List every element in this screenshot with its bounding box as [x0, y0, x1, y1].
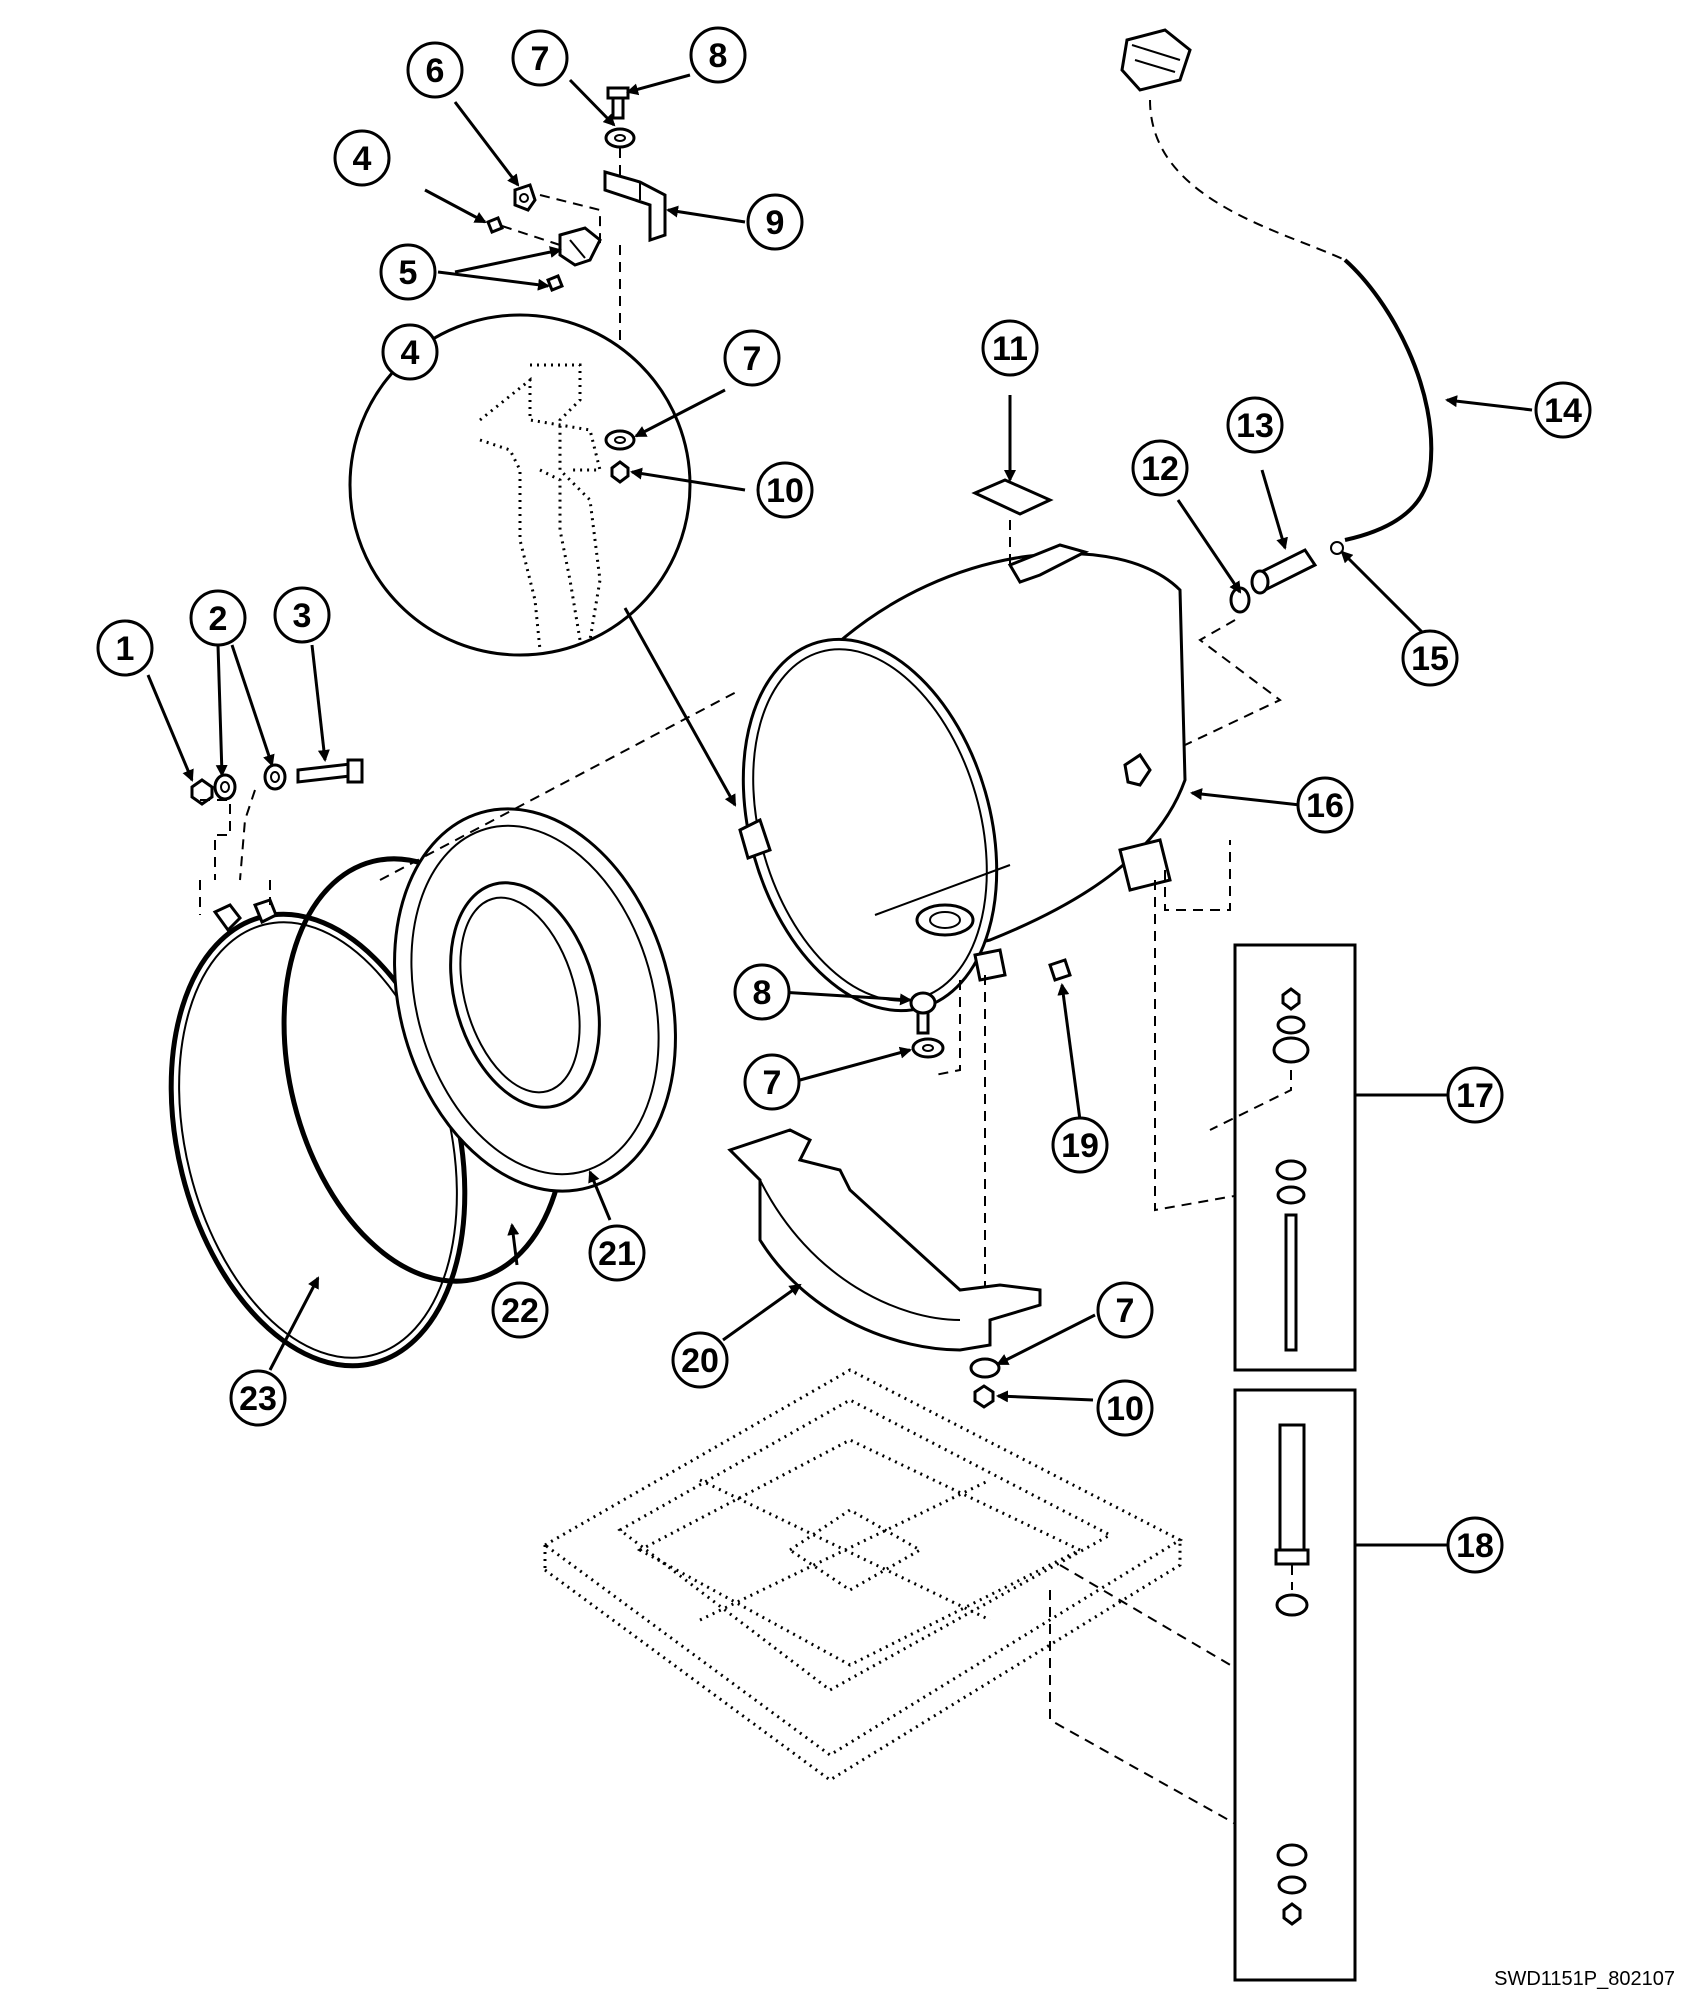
callout-7-top: 7 — [511, 29, 569, 87]
callout-10-lower: 10 — [1096, 1379, 1154, 1437]
outer-tub — [738, 478, 1282, 1212]
callout-3: 3 — [273, 586, 331, 644]
callout-18: 18 — [1446, 1516, 1504, 1574]
callout-label: 12 — [1141, 450, 1179, 488]
callout-12: 12 — [1131, 439, 1189, 497]
callout-21: 21 — [588, 1224, 646, 1282]
callout-label: 4 — [401, 334, 420, 372]
callout-label: 1 — [116, 630, 135, 668]
callout-16: 16 — [1296, 776, 1354, 834]
leader-arrows — [146, 73, 1533, 1547]
callout-label: 16 — [1306, 787, 1344, 825]
callout-13: 13 — [1226, 396, 1284, 454]
callout-20: 20 — [671, 1331, 729, 1389]
callout-7-detail: 7 — [723, 329, 781, 387]
callout-label: 3 — [293, 597, 312, 635]
callout-4-bottom: 4 — [381, 323, 439, 381]
callout-label: 20 — [681, 1342, 719, 1380]
callout-label: 7 — [763, 1064, 782, 1102]
hose-assembly — [1120, 28, 1434, 614]
callout-2: 2 — [189, 589, 247, 647]
callout-label: 6 — [426, 52, 445, 90]
callout-label: 10 — [1106, 1390, 1144, 1428]
callout-1: 1 — [96, 619, 154, 677]
callout-label: 2 — [209, 600, 228, 638]
callout-15: 15 — [1401, 629, 1459, 687]
door-seal-assembly — [168, 689, 741, 1369]
callout-label: 8 — [753, 974, 772, 1012]
callout-label: 15 — [1411, 640, 1449, 678]
callout-8-top: 8 — [689, 26, 747, 84]
callout-label: 8 — [709, 37, 728, 75]
callout-7-lower-right: 7 — [1096, 1281, 1154, 1339]
callout-label: 23 — [239, 1380, 277, 1418]
callout-10-detail: 10 — [756, 461, 814, 519]
callout-label: 7 — [1116, 1292, 1135, 1330]
callout-label: 19 — [1061, 1127, 1099, 1165]
reference-code: SWD1151P_802107 — [1494, 1968, 1675, 1990]
base-frame — [542, 1368, 1301, 1900]
callout-label: 11 — [992, 330, 1028, 368]
callout-label: 10 — [766, 472, 804, 510]
callout-label: 9 — [766, 204, 785, 242]
callout-4-top: 4 — [333, 129, 391, 187]
callout-label: 18 — [1456, 1527, 1494, 1565]
callout-6: 6 — [406, 41, 464, 99]
lower-fasteners — [909, 958, 1072, 1320]
callout-23: 23 — [229, 1369, 287, 1427]
callout-label: 21 — [598, 1235, 636, 1273]
callout-label: 13 — [1236, 407, 1274, 445]
callout-8-lower: 8 — [733, 963, 791, 1021]
callout-5: 5 — [379, 243, 437, 301]
callout-9: 9 — [746, 193, 804, 251]
callout-label: 22 — [501, 1292, 539, 1330]
detail-magnifier — [348, 313, 737, 807]
front-hardware — [190, 758, 364, 881]
callout-label: 7 — [743, 340, 762, 378]
callout-7-lower-left: 7 — [743, 1053, 801, 1111]
suspension-panels — [1209, 943, 1357, 1982]
callout-17: 17 — [1446, 1066, 1504, 1124]
callout-11: 11 — [981, 319, 1039, 377]
callout-22: 22 — [491, 1281, 549, 1339]
callout-label: 7 — [531, 40, 550, 78]
callout-label: 4 — [353, 140, 372, 178]
callout-label: 14 — [1544, 392, 1582, 430]
callout-19: 19 — [1051, 1116, 1109, 1174]
callout-14: 14 — [1534, 381, 1592, 439]
callout-label: 5 — [399, 254, 418, 292]
tub-support — [727, 1128, 1042, 1409]
callout-label: 17 — [1456, 1077, 1494, 1115]
